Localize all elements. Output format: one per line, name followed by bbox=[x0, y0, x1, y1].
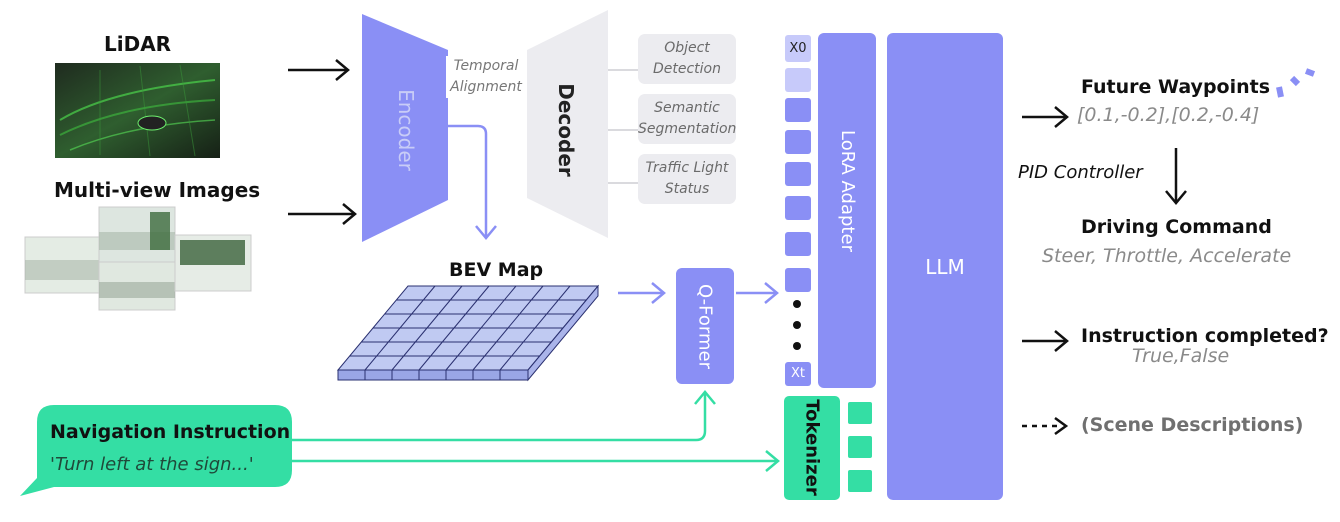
lora-adapter-block bbox=[818, 33, 876, 388]
driving-command-value: Steer, Throttle, Accelerate bbox=[1042, 245, 1292, 267]
tokenizer-token bbox=[848, 436, 872, 458]
waypoint-dots bbox=[1276, 68, 1316, 98]
future-waypoints-title: Future Waypoints bbox=[1081, 76, 1271, 98]
encoder-to-bev-arrow bbox=[448, 124, 497, 240]
token bbox=[785, 68, 811, 92]
qformer-block bbox=[676, 268, 734, 384]
qformer-to-tokens-arrow bbox=[736, 282, 779, 304]
scene-descriptions-label: (Scene Descriptions) bbox=[1081, 414, 1304, 436]
lidar-label: LiDAR bbox=[104, 32, 172, 56]
lidar-image bbox=[55, 63, 220, 158]
output-arrows bbox=[1022, 106, 1187, 436]
token bbox=[785, 196, 811, 220]
token bbox=[785, 130, 811, 154]
object-detection-pill: Object Detection bbox=[638, 34, 736, 84]
input-arrows bbox=[288, 59, 357, 225]
token-xt: Xt bbox=[785, 362, 811, 386]
temporal-alignment-label: Temporal Alignment bbox=[446, 56, 526, 98]
qformer-label: Q-Former bbox=[694, 284, 716, 369]
multiview-images bbox=[24, 206, 252, 311]
token-ellipsis bbox=[793, 300, 801, 350]
decoder-block bbox=[527, 10, 608, 238]
tokenizer-token bbox=[848, 402, 872, 424]
instruction-completed-title: Instruction completed? bbox=[1081, 325, 1329, 347]
navigation-title: Navigation Instruction bbox=[50, 421, 291, 443]
tokenizer-label: Tokenizer bbox=[801, 399, 823, 496]
token bbox=[785, 98, 811, 122]
navigation-arrows bbox=[292, 390, 780, 472]
lora-adapter-label: LoRA Adapter bbox=[837, 130, 858, 252]
encoder-block bbox=[362, 14, 448, 242]
driving-command-title: Driving Command bbox=[1081, 216, 1272, 238]
traffic-light-pill: Traffic Light Status bbox=[638, 154, 736, 204]
token bbox=[785, 268, 811, 292]
bev-map-grid bbox=[336, 284, 600, 382]
decoder-label: Decoder bbox=[554, 83, 578, 177]
tokenizer-token bbox=[848, 470, 872, 492]
bev-to-qformer-arrow bbox=[618, 282, 666, 304]
bev-map-label: BEV Map bbox=[449, 259, 544, 281]
navigation-example: 'Turn left at the sign...' bbox=[50, 454, 254, 475]
instruction-completed-values: True,False bbox=[1132, 345, 1230, 367]
llm-label: LLM bbox=[925, 255, 965, 279]
semantic-segmentation-pill: Semantic Segmentation bbox=[638, 94, 736, 144]
token-x0: X0 bbox=[785, 35, 811, 62]
token bbox=[785, 232, 811, 256]
future-waypoints-value: [0.1,-0.2],[0.2,-0.4] bbox=[1077, 104, 1260, 126]
encoder-label: Encoder bbox=[394, 89, 418, 171]
pid-controller-label: PID Controller bbox=[1018, 162, 1143, 183]
navigation-bubble bbox=[20, 405, 292, 496]
multiview-label: Multi-view Images bbox=[54, 178, 261, 202]
tokenizer-block bbox=[784, 396, 840, 500]
llm-block bbox=[887, 33, 1003, 500]
token bbox=[785, 162, 811, 186]
decoder-connectors bbox=[608, 69, 638, 184]
